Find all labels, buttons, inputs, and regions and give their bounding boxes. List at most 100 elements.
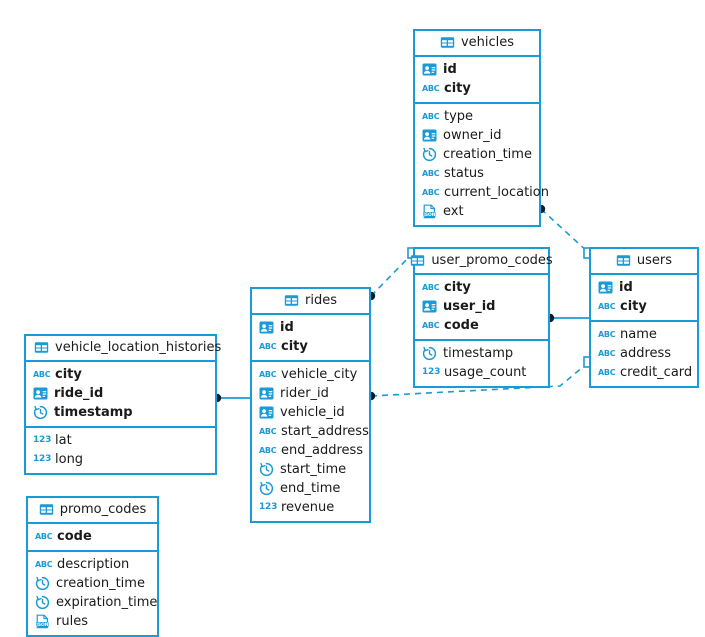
key-id-icon xyxy=(422,128,437,143)
field-row[interactable]: vehicle_id xyxy=(252,403,369,422)
field-name: rules xyxy=(56,614,88,629)
text-type-icon: ABC xyxy=(33,369,51,379)
field-name: ext xyxy=(443,204,464,219)
table-title: rides xyxy=(305,293,337,308)
field-name: type xyxy=(444,109,474,124)
text-type-icon: ABC xyxy=(422,320,440,330)
text-type-icon: ABC xyxy=(259,341,277,351)
svg-text:JSON: JSON xyxy=(35,622,49,628)
field-row[interactable]: ABC type xyxy=(415,107,539,126)
field-row[interactable]: ABC description xyxy=(28,555,157,574)
field-row[interactable]: owner_id xyxy=(415,126,539,145)
field-name: rider_id xyxy=(280,386,329,401)
text-type-icon: ABC xyxy=(422,83,440,93)
text-type-icon: ABC xyxy=(35,559,53,569)
field-row[interactable]: expiration_time xyxy=(28,593,157,612)
relationship-upc-to-users[interactable] xyxy=(545,313,589,323)
field-name: code xyxy=(444,318,479,333)
table-header-vehicle_location_histories[interactable]: vehicle_location_histories xyxy=(26,336,221,362)
text-type-icon: ABC xyxy=(422,111,440,121)
field-row[interactable]: ABC city xyxy=(415,79,539,98)
field-name: timestamp xyxy=(443,346,514,361)
table-header-users[interactable]: users xyxy=(591,249,697,275)
field-name: city xyxy=(620,299,647,314)
field-name: city xyxy=(281,339,308,354)
number-type-icon: 123 xyxy=(33,454,52,464)
field-name: creation_time xyxy=(56,576,145,591)
table-icon xyxy=(410,253,425,268)
field-row[interactable]: creation_time xyxy=(28,574,157,593)
field-row[interactable]: timestamp xyxy=(26,403,215,422)
field-name: description xyxy=(57,557,130,572)
field-name: creation_time xyxy=(443,147,532,162)
key-id-icon xyxy=(259,405,274,420)
field-row[interactable]: id xyxy=(252,318,369,337)
field-name: ride_id xyxy=(54,386,104,401)
field-name: name xyxy=(620,327,657,342)
field-name: end_address xyxy=(281,443,364,458)
field-row[interactable]: creation_time xyxy=(415,145,539,164)
field-row[interactable]: ABC city xyxy=(252,337,369,356)
clock-icon xyxy=(259,481,274,496)
table-icon xyxy=(284,293,299,308)
field-row[interactable]: rider_id xyxy=(252,384,369,403)
field-name: id xyxy=(619,280,633,295)
table-title: promo_codes xyxy=(59,502,147,517)
key-id-icon xyxy=(422,62,437,77)
table-header-user_promo_codes[interactable]: user_promo_codes xyxy=(411,249,553,275)
clock-icon xyxy=(35,595,50,610)
field-name: usage_count xyxy=(444,365,527,380)
field-row[interactable]: timestamp xyxy=(415,344,548,363)
table-header-promo_codes[interactable]: promo_codes xyxy=(28,498,157,524)
field-row[interactable]: ABC name xyxy=(591,325,697,344)
field-row[interactable]: user_id xyxy=(415,297,548,316)
field-name: current_location xyxy=(444,185,549,200)
field-name: id xyxy=(443,62,457,77)
table-title: vehicles xyxy=(460,35,515,50)
field-row[interactable]: start_time xyxy=(252,460,369,479)
field-row[interactable]: ABC code xyxy=(415,316,548,335)
field-name: code xyxy=(57,529,92,544)
text-type-icon: ABC xyxy=(598,348,616,358)
table-header-rides[interactable]: rides xyxy=(252,289,369,315)
field-row[interactable]: id xyxy=(415,60,539,79)
field-row[interactable]: end_time xyxy=(252,479,369,498)
key-id-icon xyxy=(422,299,437,314)
field-row[interactable]: id xyxy=(591,278,697,297)
table-header-vehicles[interactable]: vehicles xyxy=(415,31,539,57)
fields-section: ABC description creation_time expiration_ti… xyxy=(28,552,157,635)
key-id-icon xyxy=(33,386,48,401)
text-type-icon: ABC xyxy=(598,329,616,339)
field-row[interactable]: JSON rules xyxy=(28,612,157,631)
relationship-vlh-to-rides[interactable] xyxy=(212,393,250,403)
text-type-icon: ABC xyxy=(598,367,616,377)
field-row[interactable]: ride_id xyxy=(26,384,215,403)
field-name: city xyxy=(444,81,471,96)
